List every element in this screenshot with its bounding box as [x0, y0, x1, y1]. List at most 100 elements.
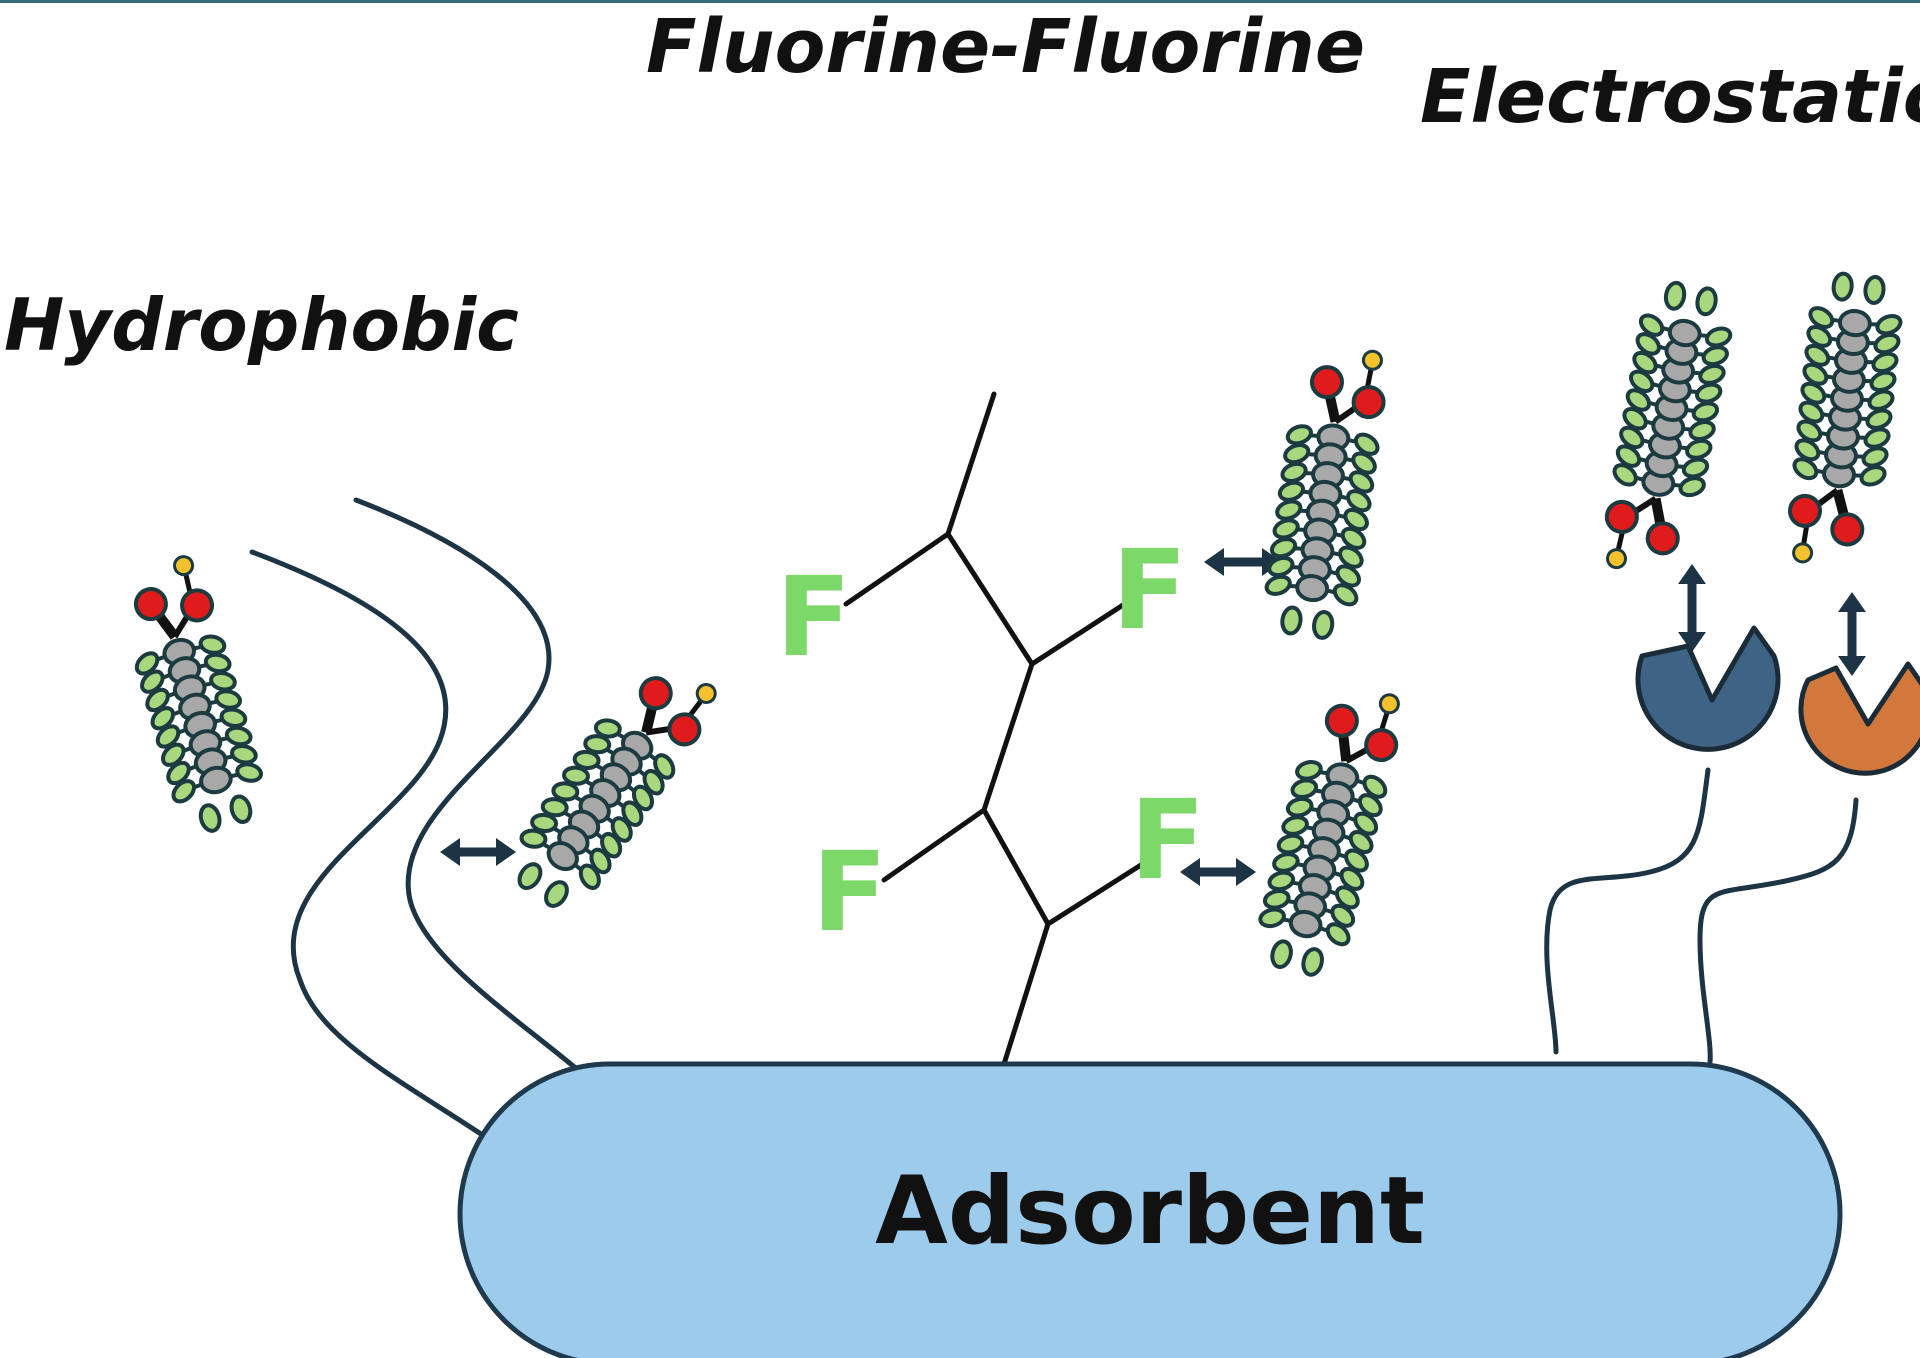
- pfas-molecule-electrostatic-1: [1604, 280, 1733, 570]
- title-electrostatic: Electrostatic: [1420, 54, 1920, 140]
- pfas-molecule-electrostatic-1-leaf: [1701, 345, 1729, 367]
- pfas-molecule-fluorine-2-bead: [1288, 909, 1323, 939]
- hydrophobic-chain-inner: [353, 497, 593, 1083]
- pfas-molecule-hydrophobic-2-oxygen-1: [638, 676, 673, 711]
- pfas-molecule-fluorine-1-leaf: [1351, 451, 1377, 475]
- pfas-molecule-electrostatic-1-leaf: [1698, 363, 1726, 385]
- pfas-molecule-fluorine-2-leaf: [1295, 760, 1323, 781]
- pfas-molecule-hydrophobic-1-hydrogen: [173, 555, 195, 577]
- pfas-molecule-hydrophobic-1-end-leaf: [198, 803, 222, 833]
- pfas-molecule-hydrophobic-2-oxygen-2: [667, 712, 702, 747]
- pfas-molecules: [133, 271, 1903, 977]
- adsorbent: Adsorbent: [457, 1061, 1843, 1358]
- pfas-molecule-electrostatic-2-leaf: [1796, 419, 1823, 443]
- pfas-molecule-electrostatic-1-leaf: [1612, 463, 1638, 487]
- pfas-molecule-hydrophobic-1-leaf: [230, 744, 258, 765]
- pfas-molecule-fluorine-2-oxygen-1: [1324, 703, 1359, 738]
- pfas-molecule-fluorine-1-oxygen-1: [1309, 365, 1344, 400]
- pfas-molecule-hydrophobic-1-leaf: [224, 725, 253, 747]
- pfas-molecule-electrostatic-1-leaf: [1681, 457, 1710, 479]
- pfas-molecule-hydrophobic-1-leaf: [203, 652, 232, 674]
- pfas-molecule-hydrophobic-2-leaf: [589, 847, 612, 875]
- arrow-fluorine-1-head-b: [1204, 548, 1224, 576]
- pfas-molecule-fluorine-1-leaf: [1343, 507, 1369, 532]
- pfas-molecule-fluorine-1-end-leaf: [1312, 610, 1335, 640]
- pfas-molecule-fluorine-1-leaf: [1335, 564, 1361, 588]
- pfas-molecule-fluorine-2-leaf: [1281, 815, 1309, 836]
- pfas-molecule-hydrophobic-1-bead: [199, 765, 233, 795]
- top-rule: [0, 0, 1920, 3]
- pfas-molecule-fluorine-2-leaf: [1357, 793, 1383, 818]
- pfas-molecule-electrostatic-1-bead: [1667, 318, 1702, 348]
- pfas-molecule-electrostatic-2-leaf: [1873, 332, 1901, 355]
- pfas-molecule-fluorine-2-leaf: [1362, 774, 1388, 799]
- pfas-molecule-electrostatic-2-leaf: [1861, 446, 1889, 468]
- arrow-hydrophobic: [440, 838, 516, 866]
- pfas-molecule-electrostatic-2-bead: [1837, 309, 1872, 338]
- pfas-molecule-hydrophobic-2-leaf: [551, 781, 580, 802]
- pfas-molecule-electrostatic-2-leaf: [1798, 400, 1825, 424]
- pfas-molecule-electrostatic-1-leaf: [1615, 444, 1642, 468]
- pfas-molecule-fluorine-2-leaf: [1348, 830, 1374, 855]
- arrow-fluorine-2: [1180, 858, 1256, 886]
- arrow-hydrophobic-head-a: [496, 838, 516, 866]
- pfas-molecule-hydrophobic-2-leaf: [621, 800, 644, 827]
- adsorbent-label: Adsorbent: [875, 1157, 1425, 1266]
- tether-blue: [1544, 767, 1711, 1055]
- title-hydrophobic: Hydrophobic: [4, 283, 519, 367]
- pfas-molecule-fluorine-2-leaf: [1353, 811, 1379, 836]
- pfas-molecule-fluorine-2-leaf: [1344, 848, 1369, 873]
- pfas-molecule-fluorine-2-leaf: [1258, 907, 1286, 929]
- pfas-molecule-fluorine-2-leaf: [1290, 778, 1319, 800]
- pfas-molecule-electrostatic-1-leaf: [1704, 326, 1733, 348]
- pfas-molecule-fluorine-2-oxygen-2: [1364, 728, 1399, 763]
- pfas-molecule-fluorine-1-leaf: [1345, 489, 1372, 513]
- pfas-molecule-electrostatic-2-leaf: [1802, 362, 1829, 386]
- pfas-molecule-fluorine-1-hydrogen: [1361, 349, 1383, 371]
- arrow-electrostatic-1-head-a: [1678, 632, 1706, 652]
- pfas-molecule-hydrophobic-1-leaf: [171, 779, 197, 804]
- pfas-molecule-electrostatic-2-leaf: [1875, 313, 1903, 336]
- pfas-molecule-hydrophobic-2-bead: [546, 841, 579, 872]
- pfas-molecule-electrostatic-1-end-leaf: [1695, 286, 1718, 317]
- pfas-molecule-electrostatic-2-leaf: [1808, 306, 1835, 329]
- pfas-molecule-hydrophobic-2-leaf: [578, 863, 601, 890]
- pfas-molecule-electrostatic-1-leaf: [1638, 313, 1665, 337]
- pfas-molecule-fluorine-2-leaf: [1334, 885, 1360, 910]
- arrow-fluorine-2-head-b: [1180, 858, 1200, 886]
- pfas-molecule-hydrophobic-1-leaf: [214, 689, 243, 710]
- pfas-molecule-fluorine-1-leaf: [1269, 537, 1298, 559]
- pfas-molecule-fluorine-2: [1258, 693, 1400, 977]
- pfas-molecule-hydrophobic-1-leaf: [150, 706, 176, 731]
- pfas-molecule-electrostatic-1-leaf: [1688, 420, 1716, 441]
- arrow-electrostatic-2-head-a: [1838, 656, 1866, 676]
- pfas-molecule-fluorine-2-hydrogen: [1378, 693, 1400, 715]
- pfas-molecule-hydrophobic-2: [517, 676, 717, 908]
- pfas-molecule-fluorine-1-leaf: [1283, 443, 1311, 465]
- pfas-molecule-electrostatic-1-leaf: [1629, 369, 1655, 394]
- hydrophobic-chain-outer: [249, 549, 493, 1143]
- pfas-molecule-fluorine-2-leaf: [1330, 903, 1356, 928]
- pfas-molecule-hydrophobic-1-leaf: [134, 651, 160, 676]
- pfas-molecule-electrostatic-2: [1788, 271, 1903, 564]
- pfas-molecule-fluorine-2-leaf: [1272, 852, 1300, 873]
- pfas-molecule-hydrophobic-2-leaf: [600, 831, 623, 859]
- pfas-molecule-electrostatic-1-hydrogen: [1606, 548, 1628, 570]
- pfas-molecule-electrostatic-2-oxygen-2: [1788, 493, 1823, 528]
- pfas-molecule-hydrophobic-2-end-leaf: [517, 862, 543, 891]
- fluorinated-branch-1: [843, 531, 951, 607]
- interaction-arrows: [440, 548, 1866, 886]
- pfas-molecule-hydrophobic-2-leaf: [653, 753, 676, 780]
- pfas-molecule-fluorine-1-leaf: [1280, 461, 1308, 483]
- pfas-molecule-fluorine-1-leaf: [1285, 424, 1313, 446]
- pfas-molecule-hydrophobic-1-leaf: [219, 707, 248, 728]
- pfas-molecule-hydrophobic-1-leaf: [161, 742, 186, 767]
- pfas-molecule-electrostatic-1-leaf: [1622, 407, 1648, 431]
- pfas-molecule-electrostatic-1-oxygen-1: [1645, 521, 1680, 556]
- receptor-orange: [1798, 661, 1920, 776]
- pfas-molecule-hydrophobic-1-leaf: [155, 724, 181, 749]
- tether-orange: [1697, 797, 1859, 1065]
- arrow-electrostatic-2-head-b: [1838, 592, 1866, 612]
- pfas-molecule-electrostatic-1-end-leaf: [1663, 280, 1687, 311]
